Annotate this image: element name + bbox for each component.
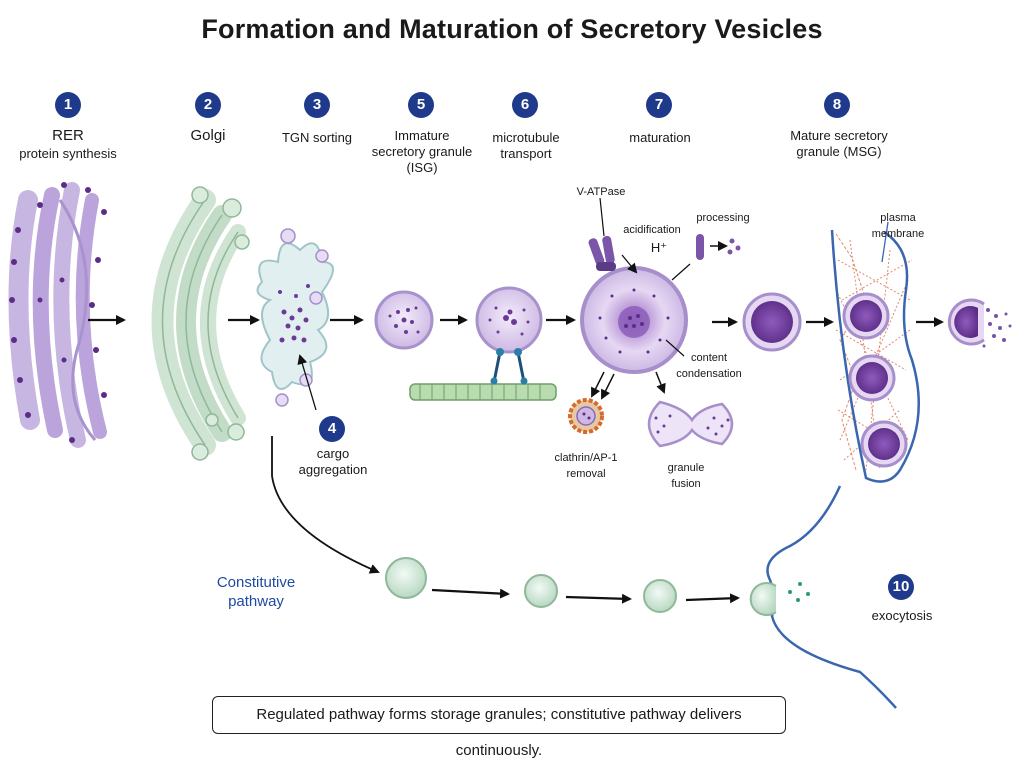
diagram-title: Formation and Maturation of Secretory Ve… xyxy=(201,14,823,44)
rer-structure xyxy=(8,182,107,448)
v-atpase-label: V-ATPase xyxy=(576,186,626,198)
processing-label: processing xyxy=(696,212,750,224)
fusing-granules xyxy=(647,400,734,448)
step-1-sublabel: protein synthesis xyxy=(19,146,117,161)
step-10-label: exocytosis xyxy=(871,608,933,623)
acidification-label: acidification xyxy=(623,224,681,236)
golgi-structure xyxy=(151,186,250,461)
constitutive-pathway xyxy=(271,436,897,709)
step-3-badge: 3 xyxy=(304,92,330,118)
step-1-badge: 1 xyxy=(55,92,81,118)
step-8-badge: 8 xyxy=(824,92,850,118)
plasma-membrane-region xyxy=(830,221,920,483)
step-5-badge: 5 xyxy=(408,92,434,118)
plasma-membrane-label: plasma membrane xyxy=(871,212,925,240)
footnote-box: Regulated pathway forms storage granules… xyxy=(212,696,786,759)
main-flow-arrows xyxy=(88,315,944,327)
maturing-granule xyxy=(580,197,741,400)
step-10-badge: 10 xyxy=(888,574,914,600)
clathrin-removal-label: clathrin/AP-1 removal xyxy=(554,452,618,480)
step-6-label: microtubule transport xyxy=(492,130,560,161)
granule-fusion-label: granule fusion xyxy=(667,462,705,490)
step-8-label: Mature secretory granule (MSG) xyxy=(790,128,888,159)
proton-label: H⁺ xyxy=(650,240,668,255)
clathrin-coated-vesicle xyxy=(568,398,604,434)
step-6-badge: 6 xyxy=(512,92,538,118)
msg-exocytosis xyxy=(947,298,1012,348)
step-4-badge: 4 xyxy=(319,416,345,442)
step-2-label: Golgi xyxy=(190,127,226,144)
step-2-badge: 2 xyxy=(195,92,221,118)
step-4-label: cargo aggregation xyxy=(298,446,368,477)
tgn-structure xyxy=(256,228,334,411)
microtubule-transport xyxy=(409,286,557,401)
step-3-label: TGN sorting xyxy=(281,130,353,145)
constitutive-pathway-label: Constitutive pathway xyxy=(216,574,296,610)
mature-granule xyxy=(742,292,802,352)
immature-granule xyxy=(374,290,434,350)
step-7-label: maturation xyxy=(629,130,691,145)
content-condensation-label: content condensation xyxy=(676,352,742,380)
step-5-label: Immature secretory granule (ISG) xyxy=(371,128,473,175)
step-7-badge: 7 xyxy=(646,92,672,118)
step-1-label: RER xyxy=(52,127,84,144)
